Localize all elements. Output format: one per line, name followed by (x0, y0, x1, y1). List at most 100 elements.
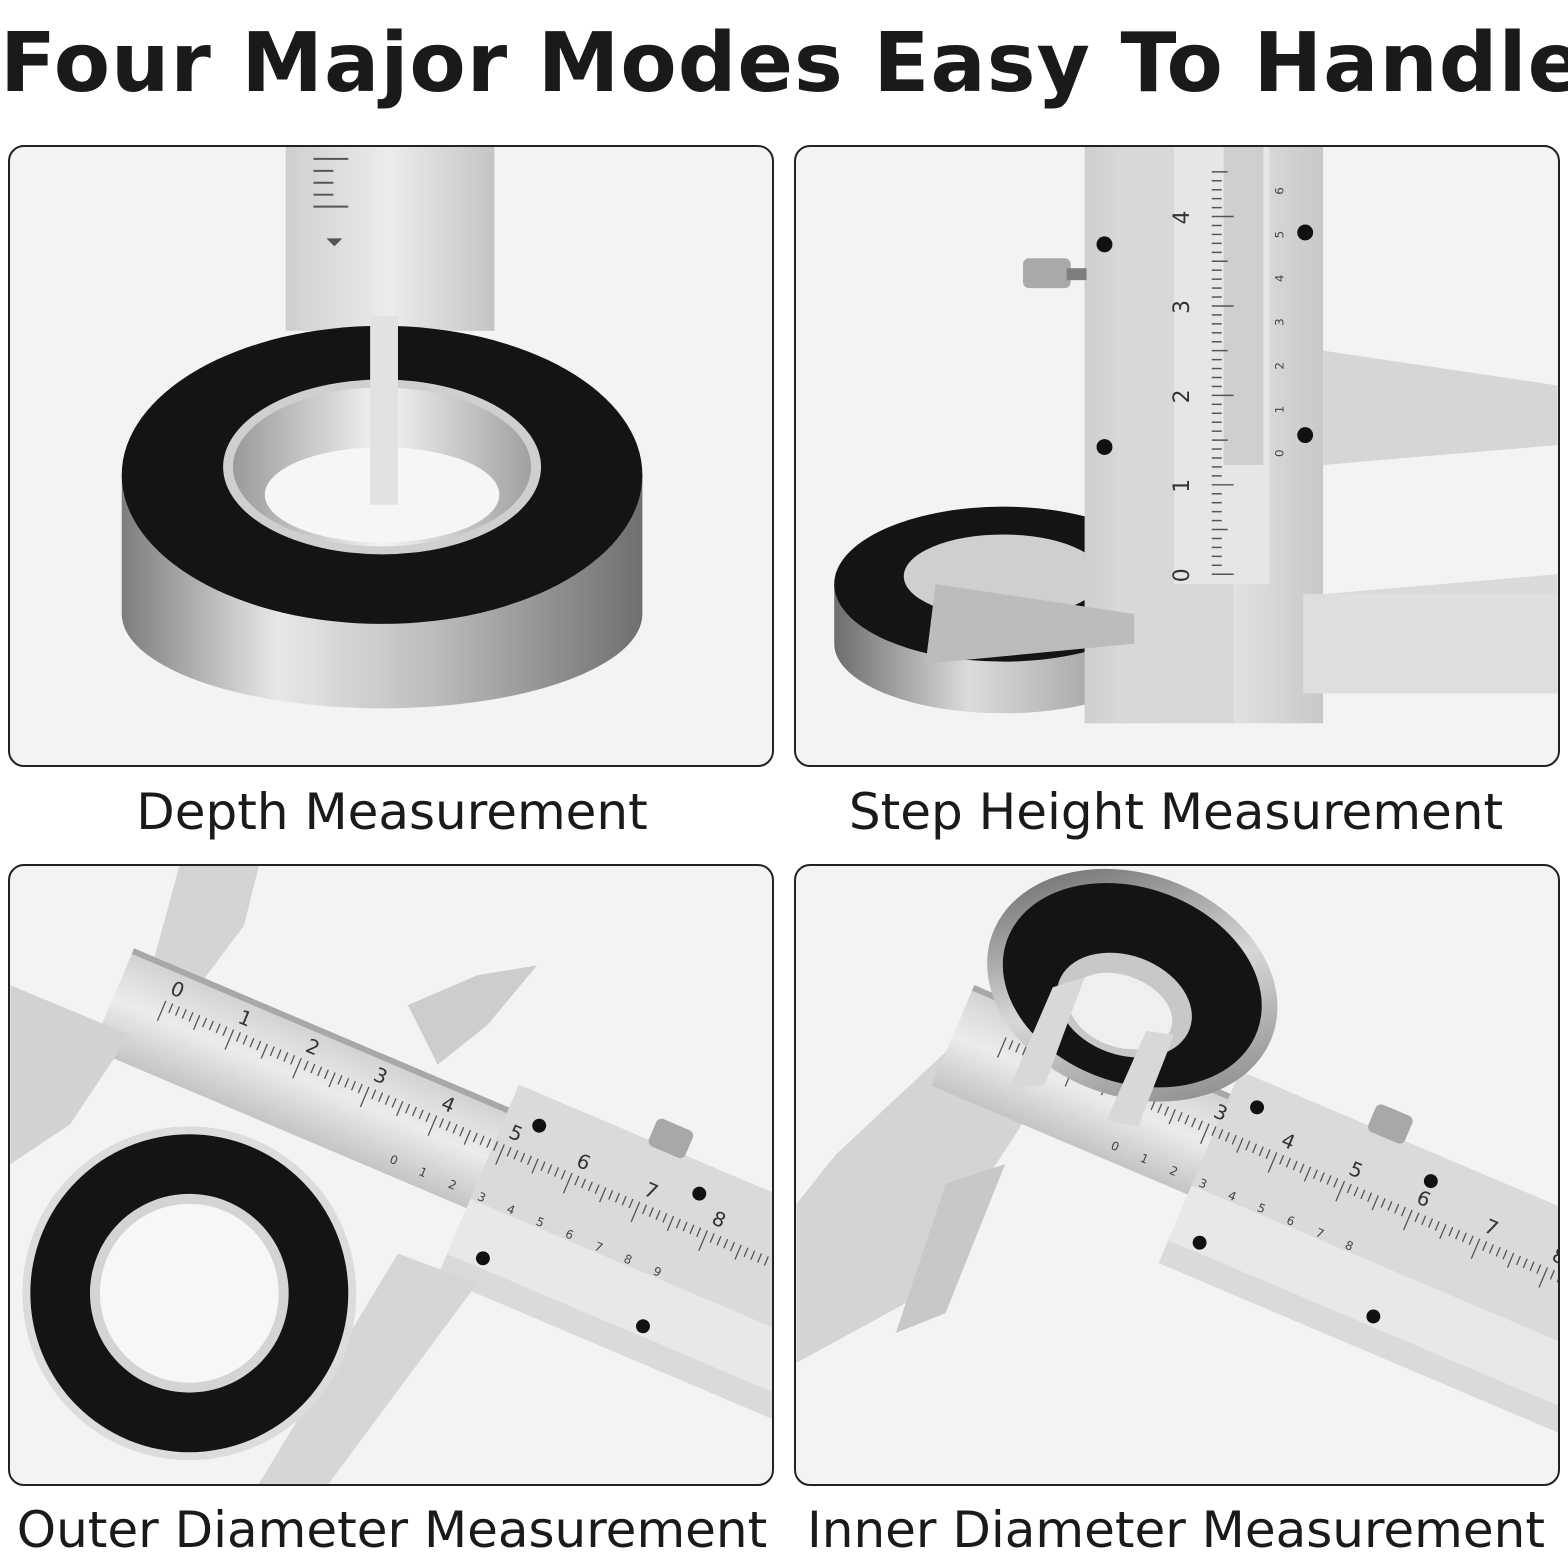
scale-tick (174, 1006, 181, 1016)
scale-tick (614, 1192, 620, 1203)
page-title: Four Major Modes Easy To Handle (0, 16, 1568, 111)
scale-tick (1461, 1232, 1467, 1243)
scale-tick (1008, 1040, 1014, 1050)
scale-tick (303, 1060, 309, 1071)
scale-tick (1197, 1120, 1203, 1131)
step-vernier-label-2: 2 (1272, 362, 1286, 370)
scale-tick (1414, 1212, 1420, 1223)
scale-tick (1267, 1152, 1278, 1173)
scale-tick (357, 1083, 363, 1094)
step-height-measurement-caption: Step Height Measurement (848, 783, 1504, 841)
scale-tick (662, 1213, 668, 1223)
scale-tick (292, 1057, 302, 1079)
scale-tick (181, 1009, 187, 1019)
scale-tick (723, 1238, 729, 1249)
scale-tick (630, 1201, 641, 1223)
scale-tick (1177, 1111, 1183, 1122)
scale-tick (1312, 1169, 1318, 1180)
scale-tick (463, 1129, 472, 1145)
scale-tick (1455, 1229, 1461, 1240)
inner-diameter-measurement-illustration: 0 1 2 3 4 5 6 7 8 0 1 2 3 4 5 6 7 8 (796, 868, 1558, 1434)
scale-tick (337, 1075, 343, 1085)
scale-tick (1236, 1137, 1244, 1153)
scale-tick (1556, 1272, 1558, 1283)
scale-tick (599, 1187, 607, 1203)
scale-tick (1495, 1246, 1501, 1257)
scale-tick (493, 1141, 499, 1151)
scale-tick (317, 1066, 323, 1077)
scale-tick (757, 1253, 763, 1263)
scale-tick (1326, 1175, 1332, 1185)
scale-tick (763, 1256, 769, 1266)
scale-tick (1157, 1103, 1163, 1113)
scale-tick (452, 1123, 458, 1134)
scale-tick (996, 1037, 1007, 1058)
scale-tick (1279, 1155, 1285, 1165)
scale-tick (1224, 1132, 1231, 1142)
step-vernier-label-1: 1 (1272, 406, 1286, 414)
scale-tick (531, 1158, 539, 1174)
scale-tick (689, 1224, 695, 1235)
scale-tick (520, 1152, 526, 1163)
scale-tick (553, 1167, 560, 1177)
scale-tick (1299, 1163, 1305, 1174)
scale-tick (215, 1023, 221, 1034)
scale-tick (1427, 1218, 1434, 1228)
scale-tick (1333, 1178, 1339, 1188)
scale-tick (1015, 1042, 1021, 1053)
scale-tick (445, 1121, 451, 1131)
scale-tick (472, 1132, 478, 1143)
scale-tick (486, 1138, 492, 1149)
scale-tick (427, 1115, 438, 1137)
scale-tick (391, 1098, 397, 1108)
scale-tick (1218, 1129, 1224, 1139)
scale-tick (1252, 1143, 1258, 1154)
scale-tick (655, 1210, 661, 1220)
scale-tick (1380, 1198, 1386, 1208)
scale-tick (156, 1000, 167, 1022)
scale-tick (378, 1092, 384, 1103)
scale-tick (202, 1017, 208, 1028)
step-vernier-label-0: 0 (1272, 449, 1286, 457)
scale-tick (425, 1112, 431, 1123)
depth-measurement-caption: Depth Measurement (136, 783, 648, 841)
step-main-label-1: 1 (1170, 479, 1195, 493)
depth-measurement-panel (8, 145, 774, 767)
scale-tick (1245, 1140, 1251, 1151)
inner-main-label-8: 8 (1549, 1243, 1558, 1269)
outer-diameter-measurement-panel: 0 1 2 3 4 5 6 7 8 0 1 2 3 4 5 6 7 8 9 (8, 864, 774, 1486)
scale-tick (587, 1181, 593, 1192)
scale-tick (1346, 1183, 1352, 1194)
scale-tick (1184, 1114, 1190, 1125)
scale-tick (1150, 1100, 1156, 1111)
step-main-label-4: 4 (1170, 211, 1195, 225)
scale-tick (1021, 1045, 1027, 1056)
scale-tick (1482, 1241, 1488, 1251)
scale-tick (438, 1118, 445, 1128)
scale-tick (418, 1109, 424, 1120)
scale-tick (1515, 1255, 1522, 1266)
scale-tick (574, 1175, 580, 1186)
step-main-label-0: 0 (1170, 568, 1195, 582)
scale-tick (459, 1126, 465, 1137)
scale-tick (1285, 1157, 1291, 1168)
step-vernier-label-5: 5 (1272, 231, 1286, 239)
scale-tick (1506, 1252, 1515, 1268)
scale-tick (750, 1250, 756, 1261)
scale-tick (1371, 1195, 1379, 1211)
scale-tick (1434, 1221, 1440, 1231)
inner-diameter-measurement-caption: Inner Diameter Measurement (807, 1501, 1545, 1559)
scale-tick (235, 1032, 241, 1042)
scale-tick (540, 1161, 546, 1171)
step-vernier-label-3: 3 (1272, 318, 1286, 326)
scale-tick (1265, 1149, 1271, 1159)
scale-tick (1191, 1117, 1197, 1128)
inner-diameter-measurement-panel: 0 1 2 3 4 5 6 7 8 0 1 2 3 4 5 6 7 8 (794, 864, 1560, 1486)
scale-tick (1421, 1215, 1427, 1226)
scale-tick (1522, 1258, 1528, 1269)
scale-tick (208, 1020, 214, 1031)
step-main-label-2: 2 (1170, 389, 1195, 403)
scale-tick (1353, 1186, 1359, 1197)
scale-tick (1403, 1209, 1413, 1231)
scale-tick (1319, 1172, 1325, 1182)
